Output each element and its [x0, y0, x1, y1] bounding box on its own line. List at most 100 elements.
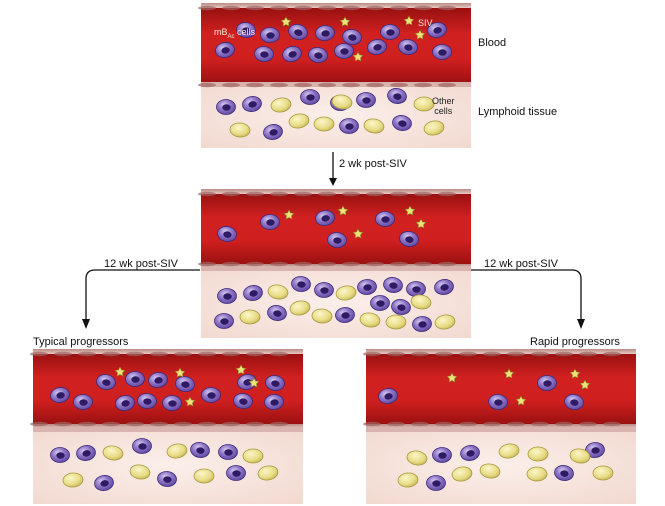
- other-cell-icon: [363, 118, 385, 134]
- endothelial-cell: [342, 261, 360, 267]
- b-cell-icon: [399, 231, 419, 247]
- endothelial-cell: [102, 421, 120, 427]
- b-cell-icon: [488, 394, 508, 410]
- endothelial-cell: [198, 5, 216, 11]
- b-cell-icon: [226, 465, 246, 481]
- endothelial-cell: [198, 191, 216, 197]
- b-cell-icon: [300, 89, 320, 105]
- endothelial-cell: [459, 351, 477, 357]
- endothelial-cell: [270, 5, 288, 11]
- siv-virion-icon: [446, 372, 458, 383]
- endothelial-cell: [414, 5, 432, 11]
- endothelial-cell: [174, 421, 192, 427]
- endothelial-cell: [54, 421, 72, 427]
- b-cell-icon: [387, 88, 407, 104]
- typical-progressors-label: Typical progressors: [33, 336, 129, 348]
- endothelial-cell: [198, 82, 216, 88]
- b-cell-icon: [132, 438, 152, 454]
- endothelial-cell: [579, 421, 597, 427]
- b-cell-icon: [115, 395, 135, 411]
- other-cell-icon: [526, 466, 548, 482]
- endothelial-cell: [411, 351, 429, 357]
- b-cell-icon: [339, 118, 359, 134]
- arrow-down-icon: [82, 319, 90, 329]
- b-cell-icon: [148, 372, 168, 388]
- endothelial-cell: [246, 421, 264, 427]
- endothelial-cell: [294, 191, 312, 197]
- endothelial-cell: [603, 421, 621, 427]
- arrow-12wk-right-label: 12 wk post-SIV: [484, 258, 558, 270]
- b-cell-icon: [157, 471, 177, 487]
- endothelial-cell: [54, 351, 72, 357]
- endothelial-cell: [366, 191, 384, 197]
- b-cell-icon: [137, 393, 157, 409]
- endothelial-cell: [390, 191, 408, 197]
- endothelial-cell: [579, 351, 597, 357]
- rapid-progressors-label: Rapid progressors: [530, 336, 620, 348]
- endothelial-cell: [459, 421, 477, 427]
- b-cell-icon: [217, 288, 237, 304]
- endothelial-cell: [390, 5, 408, 11]
- b-cell-icon: [460, 445, 480, 461]
- endothelial-cell: [294, 5, 312, 11]
- b-cell-icon: [412, 316, 432, 332]
- b-cell-icon: [392, 115, 412, 131]
- b-cell-icon: [218, 444, 238, 460]
- b-cell-icon: [554, 465, 574, 481]
- b-cell-icon: [214, 313, 234, 329]
- endothelial-cell: [222, 191, 240, 197]
- b-cell-icon: [537, 375, 557, 391]
- b-cell-icon: [288, 23, 308, 41]
- b-cell-icon: [291, 276, 311, 292]
- endothelial-cell: [150, 421, 168, 427]
- siv-virion-icon: [184, 396, 196, 407]
- endothelial-cell: [150, 351, 168, 357]
- arrow-2wk-label: 2 wk post-SIV: [339, 158, 407, 170]
- other-cell-icon: [569, 448, 591, 464]
- endothelial-cell: [246, 191, 264, 197]
- endothelial-cell: [507, 421, 525, 427]
- endothelial-cell: [222, 5, 240, 11]
- siv-virion-icon: [248, 377, 260, 388]
- b-cell-icon: [315, 25, 335, 41]
- endothelial-cell: [435, 421, 453, 427]
- b-cell-icon: [267, 305, 287, 321]
- b-cell-icon: [432, 447, 452, 463]
- b-cell-icon: [175, 376, 195, 392]
- endothelial-cell: [387, 421, 405, 427]
- other-cell-icon: [498, 443, 520, 459]
- endothelial-cell: [342, 5, 360, 11]
- b-cell-icon: [282, 45, 302, 63]
- endothelial-cell: [126, 351, 144, 357]
- other-cell-icon: [166, 443, 188, 459]
- other-cell-icon: [193, 468, 215, 484]
- b-cell-icon: [564, 394, 584, 410]
- b-cell-icon: [314, 282, 334, 298]
- panel-4-tissue: [366, 427, 636, 504]
- endothelial-cell: [78, 351, 96, 357]
- b-cell-icon: [260, 27, 280, 43]
- b-cell-icon: [370, 295, 390, 311]
- siv-virion-icon: [403, 15, 415, 26]
- blood-label: Blood: [478, 37, 507, 49]
- other-cell-icon: [406, 450, 428, 466]
- other-cell-icon: [267, 284, 289, 300]
- endothelial-cell: [483, 421, 501, 427]
- b-cell-icon: [426, 475, 446, 491]
- siv-virion-icon: [114, 366, 126, 377]
- siv-virion-icon: [352, 51, 364, 62]
- other-cell-icon: [229, 122, 251, 138]
- endothelial-cell: [318, 261, 336, 267]
- b-cell-icon: [242, 96, 262, 112]
- endothelial-cell: [555, 351, 573, 357]
- b-cell-icon: [94, 475, 114, 491]
- b-cell-icon: [50, 387, 70, 403]
- endothelial-cell: [438, 261, 456, 267]
- b-cell-icon: [254, 46, 274, 62]
- other-cell-icon: [102, 445, 124, 461]
- endothelial-cell: [270, 261, 288, 267]
- endothelial-cell: [270, 82, 288, 88]
- b-cell-icon: [243, 285, 263, 301]
- endothelial-cell: [363, 421, 381, 427]
- siv-virion-icon: [415, 218, 427, 229]
